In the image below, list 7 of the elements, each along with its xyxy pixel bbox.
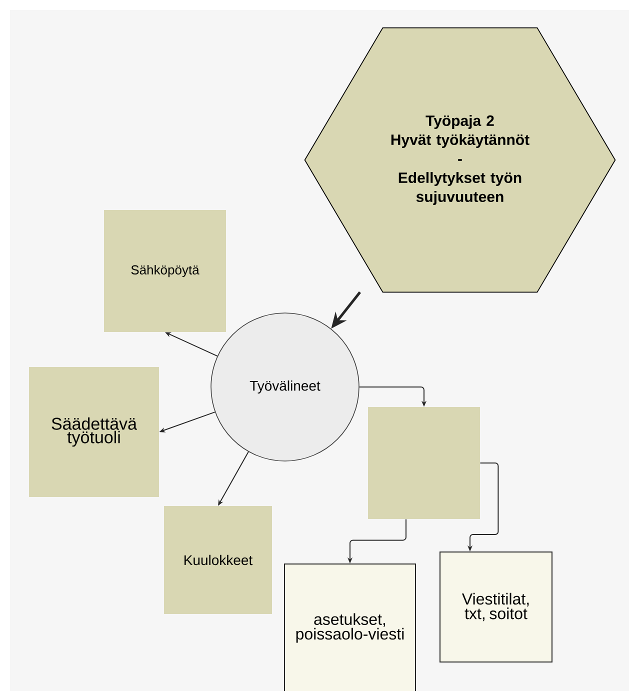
topic-box: Kuulokkeet bbox=[164, 506, 272, 614]
topic-box bbox=[368, 407, 480, 519]
hexagon: Työpaja 2 Hyvät työkäytännöt - Edellytykset työn sujuvuuteen bbox=[304, 27, 616, 293]
note-box: Viestitilat, txt, soitot bbox=[440, 552, 552, 662]
note-box: asetukset, poissaolo-viesti bbox=[284, 564, 416, 691]
topic-box: Sähköpöytä bbox=[104, 210, 226, 332]
topic-box: Säädettävä työtuoli bbox=[29, 367, 159, 497]
